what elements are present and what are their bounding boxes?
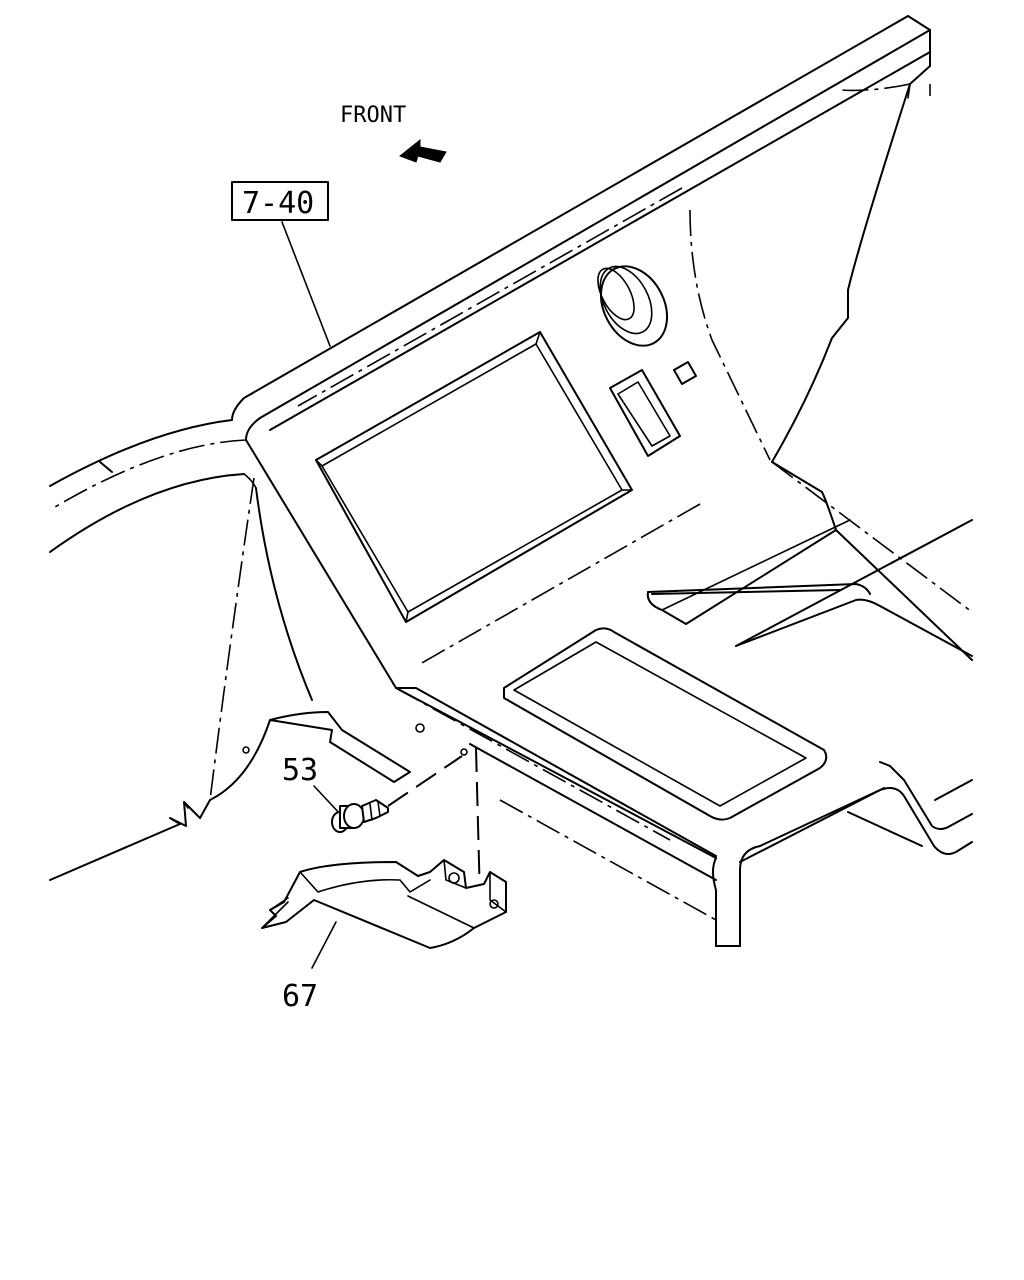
- dashboard-panel: [49, 15, 973, 947]
- lower-pocket: [503, 627, 828, 821]
- display-screen: [315, 331, 633, 623]
- clip-assembly-line: [387, 755, 463, 807]
- bracket-part-icon: [261, 859, 507, 949]
- center-tray: [646, 519, 973, 657]
- front-arrow-icon: [399, 138, 447, 163]
- clip-part-icon: [331, 799, 389, 833]
- round-knob-icon: [597, 265, 669, 347]
- front-label: FRONT: [340, 103, 406, 128]
- part-67-label: 67: [282, 979, 318, 1014]
- switch-icon: [609, 361, 697, 457]
- part-53-leader: [313, 785, 343, 817]
- bracket-assembly-line: [475, 747, 481, 901]
- reference-box: 7-40: [231, 181, 329, 221]
- part-67-leader: [311, 921, 337, 969]
- part-53-label: 53: [282, 753, 318, 788]
- reference-leader-line: [281, 221, 331, 347]
- reference-box-label: 7-40: [242, 186, 314, 221]
